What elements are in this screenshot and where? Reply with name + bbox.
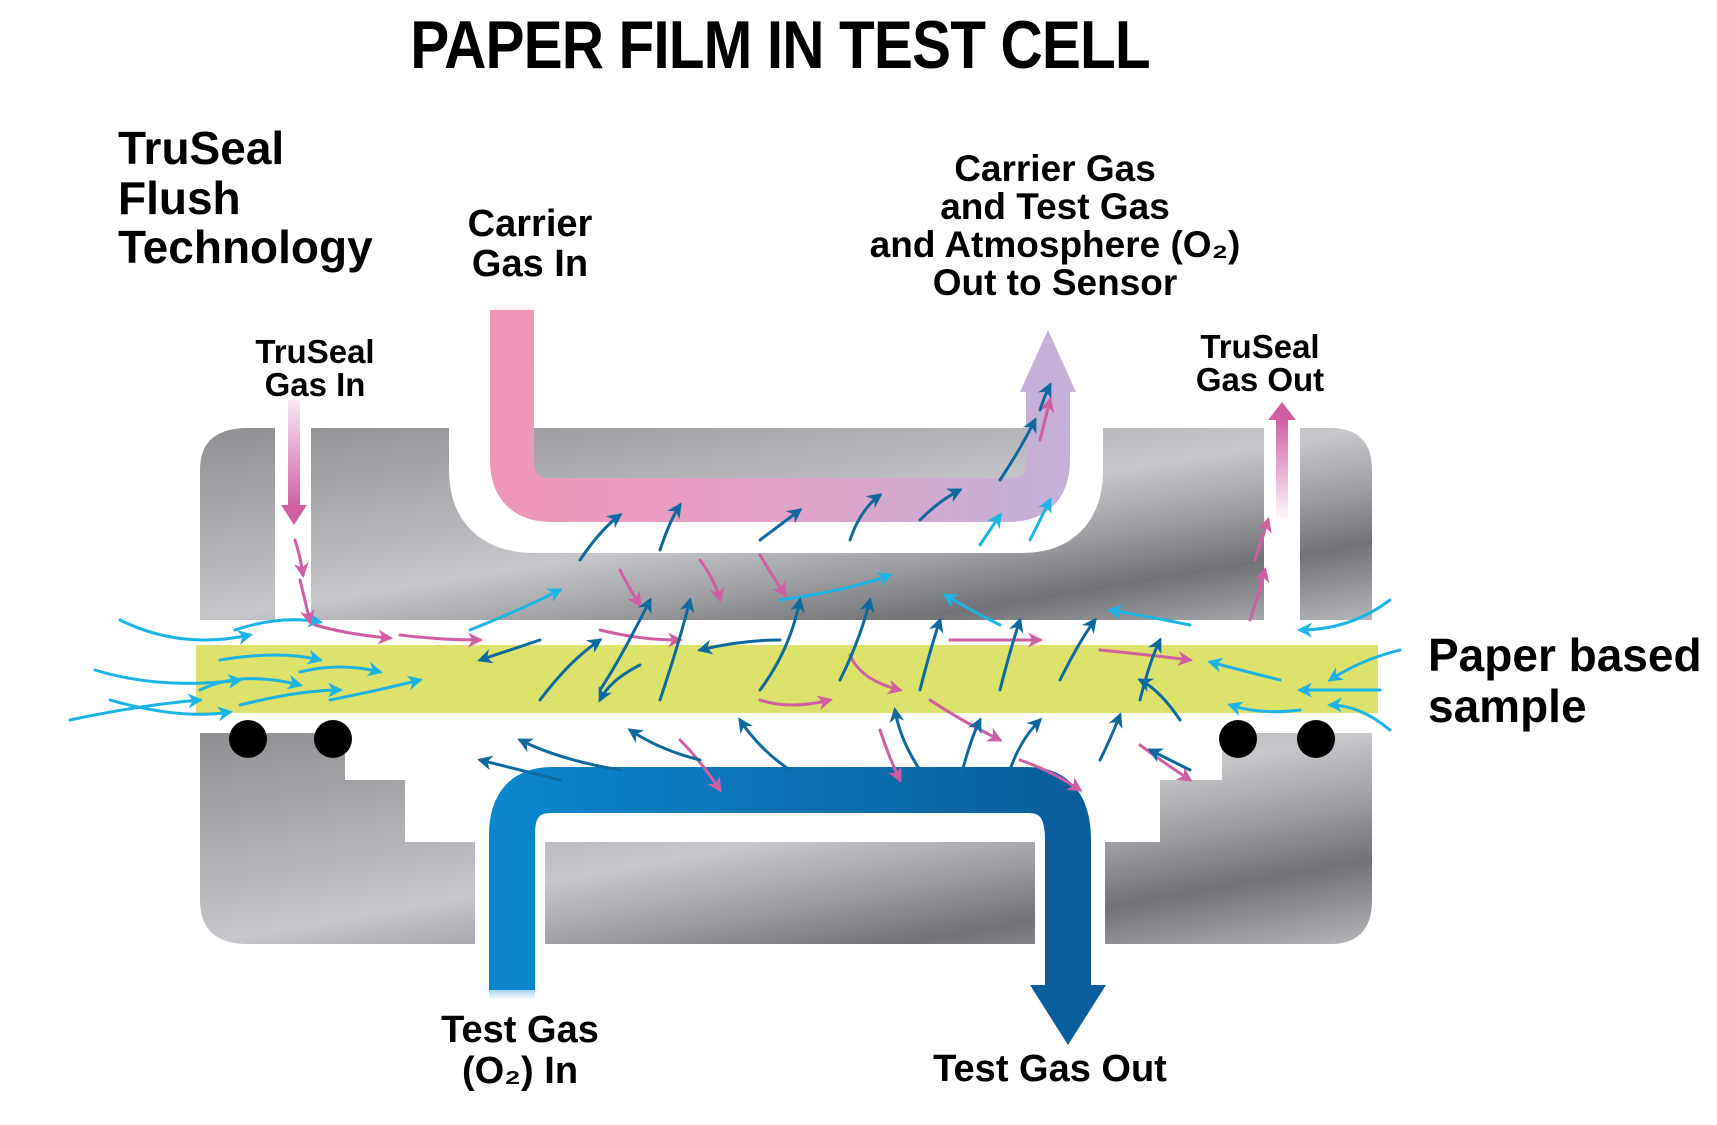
atmosphere-flow-arrow-icon [978,512,1002,547]
atmosphere-flow-arrow-icon [1207,657,1282,682]
up-arrow-icon [1020,330,1076,392]
carrier-gas-flow [490,305,1076,522]
out-to-sensor-label: Carrier Gas and Test Gas and Atmosphere … [869,148,1241,304]
test-gas-flow-arrow-icon [1098,712,1123,762]
test-gas-flow-arrow-icon [658,502,682,552]
test-gas-flow-arrow-icon [838,597,875,682]
truseal-gas-in-label: TruSeal Gas In [255,333,375,403]
atmosphere-flow-arrow-icon [942,593,1002,627]
test-gas-flow-arrow-icon [998,617,1024,692]
truseal-flow-arrow-icon [598,628,683,648]
truseal-flush-technology-label: TruSeal Flush Technology [118,122,373,274]
test-gas-flow-arrow-icon [598,597,652,692]
test-gas-flow-arrow-icon [918,617,944,692]
truseal-flow-arrow-icon [1253,517,1272,562]
test-gas-flow-arrow-icon [627,728,702,762]
atmosphere-flow-arrow-icon [1327,697,1392,732]
truseal-flow-arrow-icon [1098,648,1193,666]
o-ring-icon [1297,720,1335,758]
truseal-flow-arrow-icon [298,578,315,625]
test-gas-flow-arrow-icon [697,638,782,655]
truseal-flow-arrow-icon [1248,567,1270,622]
atmosphere-flow-arrow-icon [1327,648,1402,682]
truseal-flow-arrow-icon [878,728,902,783]
truseal-flow-arrow-icon [928,698,1003,742]
test-gas-flow-arrow-icon [658,597,695,702]
test-gas-flow-arrow-icon [578,513,623,562]
test-gas-flow-arrow-icon [477,638,542,664]
down-arrow-icon [1030,985,1106,1045]
test-gas-flow-arrow-icon [1037,382,1052,412]
test-gas-flow-arrow-icon [598,663,642,703]
test-gas-out-label: Test Gas Out [933,1048,1167,1090]
atmosphere-flow-arrow-icon [298,661,383,677]
atmosphere-flow-arrow-icon [108,698,233,722]
carrier-gas-in-label: Carrier Gas In [467,203,593,285]
test-gas-flow-arrow-icon [958,717,982,782]
atmosphere-flow-arrow-icon [1297,598,1392,638]
test-gas-flow-arrow-icon [998,417,1037,482]
test-gas-in-label: Test Gas (O₂) In [441,1009,599,1093]
test-gas-flow-arrow-icon [1138,637,1162,702]
test-gas-flow-arrow-icon [1008,717,1043,772]
test-gas-flow-arrow-icon [758,597,805,692]
atmosphere-flow-arrow-icon [218,649,323,665]
test-gas-flow-arrow-icon [848,493,883,542]
truseal-flow-arrow-icon [313,623,393,645]
o-rings [229,720,1335,758]
test-gas-flow-arrow-icon [1137,678,1182,722]
truseal-flow-arrow-icon [1038,397,1055,442]
test-gas-flow-arrow-icon [517,738,622,772]
atmosphere-flow-arrow-icon [328,675,423,702]
test-gas-flow-arrow-icon [538,638,603,702]
o-ring-icon [1219,720,1257,758]
atmosphere-flow-arrow-icon [118,618,253,645]
test-gas-flow-arrow-icon [758,508,803,542]
up-arrow-icon [1268,402,1296,420]
atmosphere-flow-arrow-icon [1107,604,1192,627]
truseal-flow-arrow-icon [293,538,309,578]
truseal-out-arrow [1268,402,1296,518]
o-ring-icon [314,720,352,758]
truseal-flow-arrow-icon [698,558,725,603]
test-gas-flow-arrow-icon [738,717,792,772]
atmosphere-flow-arrow-icon [468,588,563,632]
truseal-in-arrow [281,400,307,525]
test-gas-flow-arrow-icon [1147,748,1192,772]
truseal-flow-arrow-icon [398,632,483,648]
truseal-flow-arrow-icon [1018,758,1083,792]
test-gas-flow-arrow-icon [918,488,963,522]
truseal-flow-arrow-icon [678,738,722,793]
paper-sample [196,645,1378,713]
atmosphere-flow-arrow-icon [198,674,303,692]
atmosphere-flow-arrow-icon [1028,497,1052,542]
atmosphere-flow-arrow-icon [1227,701,1302,716]
atmosphere-flow-arrow-icon [238,682,343,707]
truseal-flow-arrow-icon [758,695,833,711]
o-ring-icon [229,720,267,758]
test-gas-flow-arrow-icon [477,755,562,782]
diagram-title: PAPER FILM IN TEST CELL [410,7,1150,83]
down-arrow-icon [281,505,307,525]
truseal-flow-arrow-icon [758,553,787,598]
truseal-gas-out-label: TruSeal Gas Out [1195,328,1325,398]
truseal-flow-arrow-icon [848,653,903,695]
test-gas-flow-arrow-icon [889,707,922,772]
test-gas-flow-arrow-icon [1058,617,1097,682]
paper-sample-label: Paper based sample [1428,629,1702,732]
gas-diffusion-arrows [68,382,1402,793]
test-gas-flow [489,767,1106,1045]
